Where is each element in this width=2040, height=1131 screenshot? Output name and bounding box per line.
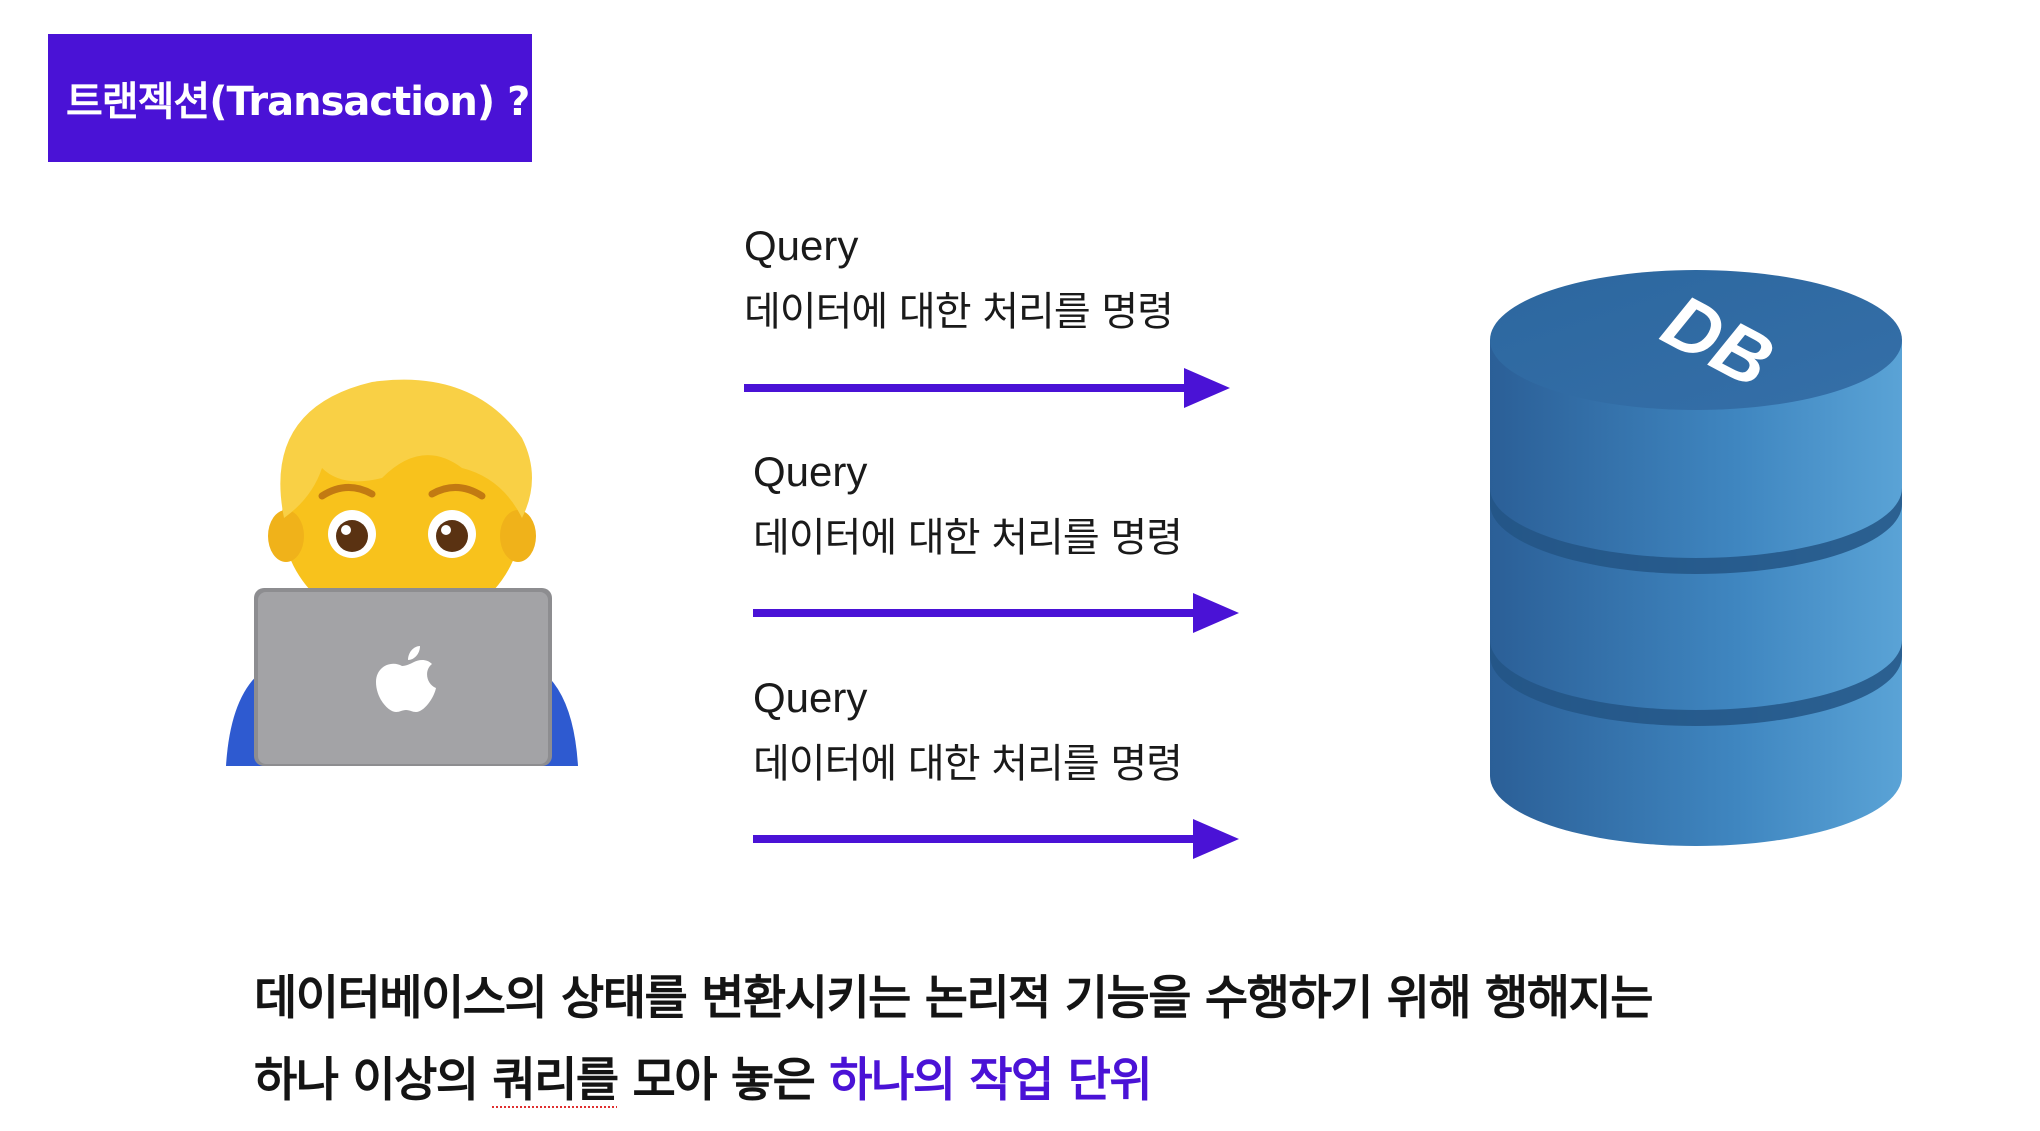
arrow-right-icon (753, 819, 1239, 859)
query-block-1: Query 데이터에 대한 처리를 명령 (744, 220, 1174, 338)
arrow-right-icon (753, 593, 1239, 633)
slide-title: 트랜젝션(Transaction) ? (48, 34, 532, 162)
summary-highlight: 하나의 작업 단위 (829, 1053, 1152, 1108)
arrow-right-icon (744, 368, 1230, 408)
query-block-3: Query 데이터에 대한 처리를 명령 (753, 672, 1183, 790)
summary-line-2-prefix: 하나 이상의 (254, 1053, 493, 1108)
query-description: 데이터에 대한 처리를 명령 (753, 741, 1183, 787)
query-label: Query (753, 674, 868, 721)
query-block-2: Query 데이터에 대한 처리를 명령 (753, 446, 1183, 564)
technologist-with-laptop-icon (226, 379, 578, 766)
summary-text: 데이터베이스의 상태를 변환시키는 논리적 기능을 수행하기 위해 행해지는 하… (254, 958, 1854, 1122)
database-cylinder-icon: DB (1490, 270, 1902, 846)
query-label: Query (753, 448, 868, 495)
summary-line-2: 하나 이상의 쿼리를 모아 놓은 하나의 작업 단위 (254, 1040, 1854, 1122)
query-description: 데이터에 대한 처리를 명령 (744, 289, 1174, 335)
summary-line-2-middle: 모아 놓은 (617, 1053, 830, 1108)
query-label: Query (744, 222, 859, 269)
summary-query-word: 쿼리를 (492, 1053, 619, 1108)
summary-line-1: 데이터베이스의 상태를 변환시키는 논리적 기능을 수행하기 위해 행해지는 (254, 971, 1653, 1026)
query-description: 데이터에 대한 처리를 명령 (753, 515, 1183, 561)
